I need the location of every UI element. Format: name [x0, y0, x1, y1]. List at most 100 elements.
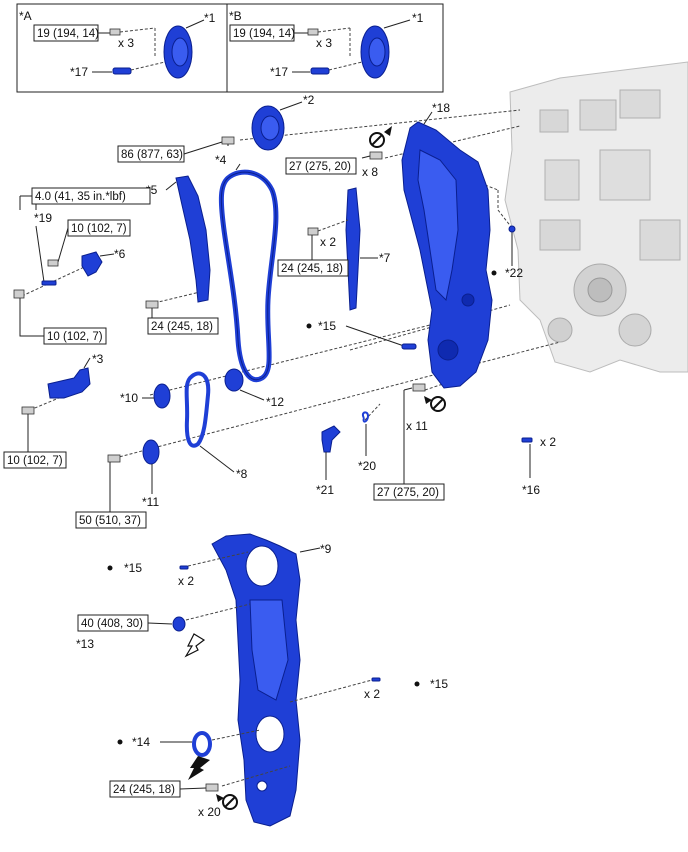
inset-a-title: *A [19, 9, 32, 23]
torque19b: 10 (102, 7) [47, 331, 103, 343]
inset-b-part17: *17 [270, 65, 288, 79]
inset-b-title: *B [229, 9, 242, 23]
engine-block-illustration [504, 61, 688, 373]
inset-b-bolt [307, 28, 319, 36]
inset-b-pin [310, 67, 330, 75]
part19-oring [41, 280, 57, 286]
part7-bolt [307, 227, 319, 236]
part19b-bolt [13, 289, 25, 299]
torque21-box [373, 483, 445, 501]
no-reuse-icon [369, 126, 392, 148]
torque18: 27 (275, 20) [289, 161, 351, 173]
torque2: 86 (877, 63) [121, 149, 183, 161]
inset-frame [16, 3, 444, 93]
part16-qty: x 2 [540, 435, 556, 449]
part20-spring [361, 411, 370, 423]
new-part-arrow-icon [184, 633, 206, 658]
part4-label: *4 [215, 153, 227, 167]
inset-b-qty: x 3 [316, 36, 332, 50]
part15-dot [306, 323, 312, 329]
part21-nozzle [321, 425, 341, 453]
part8-label: *8 [236, 467, 248, 481]
part3-label: *3 [92, 352, 104, 366]
inset-a-pin [112, 67, 132, 75]
apply-arrow-icon [188, 756, 210, 780]
qty15a: x 2 [178, 574, 194, 588]
part7-chain-guide [345, 187, 361, 311]
qty14: x 20 [198, 805, 221, 819]
part11-sprocket [142, 439, 160, 465]
torque13: 40 (408, 30) [81, 618, 143, 630]
torque5-box [147, 317, 219, 335]
part19-label: *19 [34, 211, 52, 225]
inset-a-part17: *17 [70, 65, 88, 79]
inset-b-part1: *1 [412, 11, 424, 25]
part3-chain-tensioner [47, 367, 91, 399]
part7-label: *7 [379, 251, 391, 265]
part2-bolt [221, 136, 235, 145]
part10-label: *10 [120, 391, 138, 405]
torque19: 4.0 (41, 35 in.*lbf) [35, 191, 126, 203]
torque7: 24 (245, 18) [281, 263, 343, 275]
torque14: 24 (245, 18) [113, 784, 175, 796]
part12-idler [224, 368, 244, 392]
torque5: 24 (245, 18) [151, 321, 213, 333]
part21-bolt [412, 383, 426, 392]
part6-bolt [47, 259, 59, 267]
torque6: 10 (102, 7) [71, 223, 127, 235]
part14-label: *14 [132, 735, 150, 749]
torque11-box [75, 511, 147, 529]
part14-oil-seal [192, 731, 212, 757]
inset-a-bolt [109, 28, 121, 36]
inset-b-torque: 19 (194, 14) [233, 28, 295, 40]
part6-label: *6 [114, 247, 126, 261]
qty7: x 2 [320, 235, 336, 249]
part21-label: *21 [316, 483, 334, 497]
part12-label: *12 [266, 395, 284, 409]
part13-plug [172, 616, 186, 632]
torque3-box [3, 451, 67, 469]
part22-dot [491, 270, 497, 276]
part4-timing-chain [218, 169, 279, 383]
part15-dowel [401, 343, 417, 350]
part22-label: *22 [505, 266, 523, 280]
part15a-label: *15 [124, 561, 142, 575]
part6-sensor [81, 251, 103, 277]
torque7-box [277, 259, 349, 277]
part3-bolt [21, 406, 35, 415]
part18-bolt [369, 151, 383, 160]
part20-label: *20 [358, 459, 376, 473]
no-reuse-icon-2 [424, 396, 446, 412]
inset-a: *A 19 (194, 14) x 3 *1 *17 [19, 9, 216, 79]
part15-label: *15 [318, 319, 336, 333]
torque11: 50 (510, 37) [79, 515, 141, 527]
torque19-box [31, 187, 151, 205]
part15b-label: *15 [430, 677, 448, 691]
part8-oil-pump-chain [184, 371, 211, 448]
torque3: 10 (102, 7) [7, 455, 63, 467]
inset-b: *B 19 (194, 14) x 3 *1 *17 [229, 9, 424, 79]
part11-label: *11 [142, 495, 159, 509]
part14-bolt [205, 783, 219, 792]
qty18: x 8 [362, 165, 378, 179]
part2-label: *2 [303, 93, 315, 107]
inset-a-torque: 19 (194, 14) [37, 28, 99, 40]
torque21: 27 (275, 20) [377, 487, 439, 499]
qty15b: x 2 [364, 687, 380, 701]
qty11: x 11 [406, 419, 428, 433]
part10-sprocket [153, 383, 171, 409]
part11-bolt [107, 454, 121, 463]
part5-tensioner-arm [175, 175, 211, 303]
part16-dowel [521, 437, 533, 443]
part13-label: *13 [76, 637, 94, 651]
part15a-dowel [179, 565, 189, 570]
part18-label: *18 [432, 101, 450, 115]
part5-bolt [145, 300, 159, 309]
torque18-box [285, 157, 357, 175]
inset-a-part1: *1 [204, 11, 216, 25]
part16-label: *16 [522, 483, 540, 497]
part5-label: *5 [146, 183, 158, 197]
part15b-dowel [371, 677, 381, 682]
no-reuse-icon-3 [216, 794, 238, 810]
